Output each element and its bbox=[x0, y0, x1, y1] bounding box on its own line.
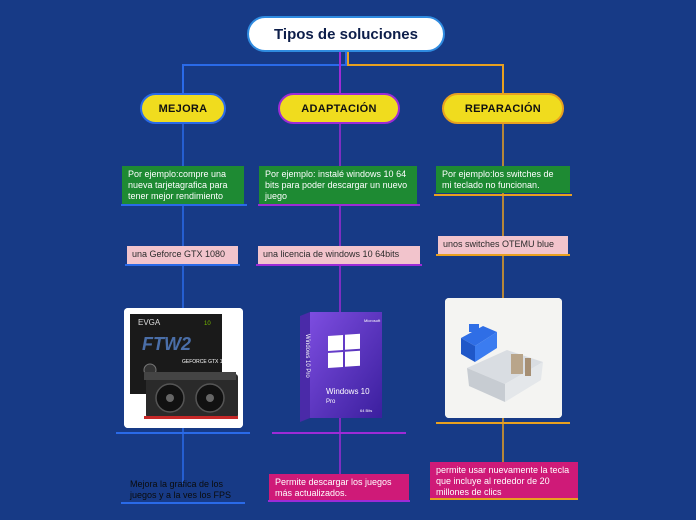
example-text: Por ejemplo:compre una nueva tarjetagraf… bbox=[128, 169, 228, 201]
underline bbox=[116, 432, 250, 434]
result-note-reparacion[interactable]: permite usar nuevamente la tecla que inc… bbox=[430, 462, 578, 498]
item-text: una licencia de windows 10 64bits bbox=[263, 249, 400, 259]
windows-box-icon: Microsoft Windows 10 Pro 64 Bits Windows… bbox=[300, 312, 382, 422]
category-adaptacion[interactable]: ADAPTACIÓN bbox=[278, 93, 400, 124]
underline bbox=[258, 204, 420, 206]
windows-side-label: Windows 10 Pro bbox=[304, 334, 310, 378]
item-note-adaptacion[interactable]: una licencia de windows 10 64bits bbox=[258, 246, 420, 264]
example-text: Por ejemplo:los switches de mi teclado n… bbox=[442, 169, 554, 190]
underline bbox=[436, 422, 570, 424]
category-label: MEJORA bbox=[158, 102, 208, 115]
category-label: REPARACIÓN bbox=[464, 102, 542, 115]
windows-edition: Pro bbox=[326, 399, 336, 405]
item-text: unos switches OTEMU blue bbox=[443, 239, 555, 249]
graphics-card-image[interactable]: EVGA 10 FTW2 GEFORCE GTX 1080 bbox=[124, 308, 243, 428]
example-note-mejora[interactable]: Por ejemplo:compre una nueva tarjetagraf… bbox=[122, 166, 244, 204]
result-text: Permite descargar los juegos más actuali… bbox=[275, 477, 392, 498]
windows-title: Windows 10 bbox=[326, 387, 370, 396]
example-note-adaptacion[interactable]: Por ejemplo: instalé windows 10 64 bits … bbox=[259, 166, 417, 204]
geforce-caption: GEFORCE GTX 1080 bbox=[182, 359, 231, 365]
example-text: Por ejemplo: instalé windows 10 64 bits … bbox=[265, 169, 408, 201]
item-text: una Geforce GTX 1080 bbox=[132, 249, 226, 259]
root-title: Tipos de soluciones bbox=[274, 25, 418, 43]
item-note-reparacion[interactable]: unos switches OTEMU blue bbox=[438, 236, 568, 254]
windows-box-image[interactable]: Microsoft Windows 10 Pro 64 Bits Windows… bbox=[290, 310, 390, 428]
underline bbox=[430, 498, 578, 500]
underline bbox=[121, 204, 247, 206]
underline bbox=[272, 432, 406, 434]
result-text: permite usar nuevamente la tecla que inc… bbox=[436, 465, 570, 497]
item-note-mejora[interactable]: una Geforce GTX 1080 bbox=[127, 246, 238, 264]
windows-bits: 64 Bits bbox=[360, 408, 372, 413]
graphics-card-icon: EVGA 10 FTW2 GEFORCE GTX 1080 bbox=[124, 308, 243, 428]
microsoft-brand: Microsoft bbox=[364, 318, 381, 323]
example-note-reparacion[interactable]: Por ejemplo:los switches de mi teclado n… bbox=[436, 166, 570, 193]
result-note-mejora[interactable]: Mejora la grafica de los juegos y a la v… bbox=[124, 476, 250, 502]
evga-brand: EVGA bbox=[138, 318, 161, 327]
result-text: Mejora la grafica de los juegos y a la v… bbox=[130, 479, 232, 500]
category-label: ADAPTACIÓN bbox=[301, 102, 377, 115]
underline bbox=[268, 500, 410, 502]
ftw-logo: FTW2 bbox=[142, 334, 191, 354]
keyboard-switch-image[interactable] bbox=[445, 298, 562, 418]
underline bbox=[256, 264, 422, 266]
underline bbox=[121, 502, 245, 504]
underline bbox=[125, 264, 240, 266]
underline bbox=[436, 254, 570, 256]
root-topic[interactable]: Tipos de soluciones bbox=[247, 16, 445, 52]
category-mejora[interactable]: MEJORA bbox=[140, 93, 226, 124]
underline bbox=[434, 194, 572, 196]
switch-icon bbox=[445, 298, 562, 418]
svg-text:10: 10 bbox=[204, 321, 211, 327]
category-reparacion[interactable]: REPARACIÓN bbox=[442, 93, 564, 124]
result-note-adaptacion[interactable]: Permite descargar los juegos más actuali… bbox=[269, 474, 409, 500]
